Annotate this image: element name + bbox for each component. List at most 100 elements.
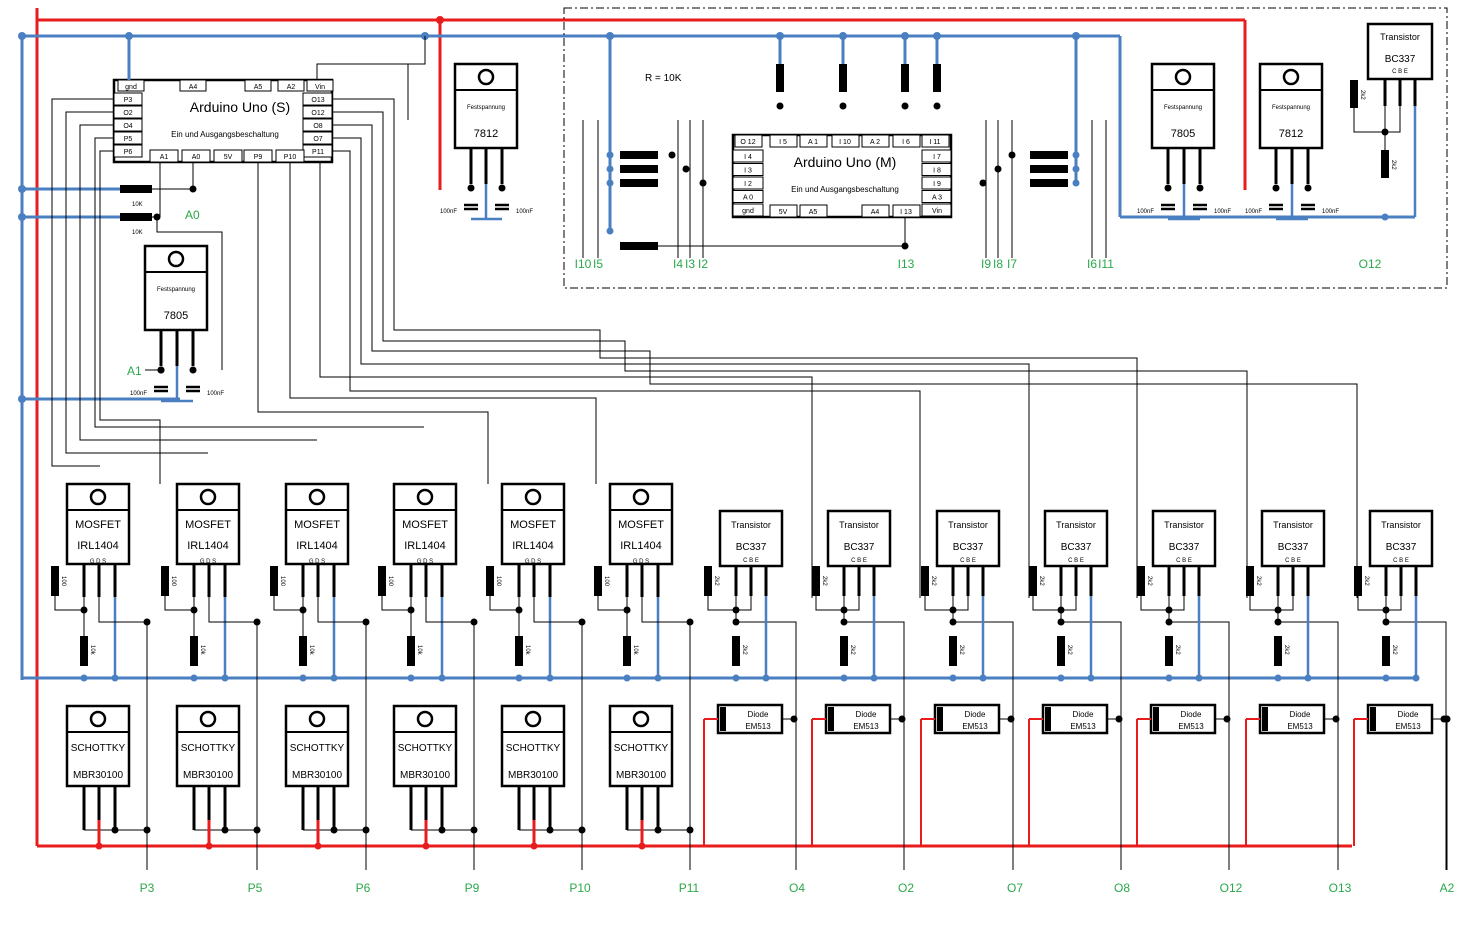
junction-dot [1412, 674, 1420, 682]
arduino-s-pin-label: O7 [313, 136, 322, 143]
junction-dot [1165, 606, 1173, 614]
junction-dots [18, 16, 1080, 403]
junction-dot [470, 618, 478, 626]
mosfet-label: MOSFET [294, 519, 340, 531]
arduino-m-pin [921, 134, 950, 148]
junction-dot [1443, 715, 1451, 723]
regulator-part: 7805 [1171, 128, 1195, 140]
mosfet-pins: G D S [200, 559, 216, 565]
master-section-frame [563, 7, 1448, 289]
schottky-part: MBR30100 [292, 770, 342, 781]
resistor-label: 100 [495, 576, 501, 587]
resistor-100 [486, 566, 494, 596]
regulator-part: 7812 [474, 128, 498, 140]
resistor-10k [1030, 151, 1068, 159]
mosfet-part: IRL1404 [512, 540, 554, 552]
arduino-m-pin [732, 163, 764, 176]
wire [208, 597, 258, 870]
resistor-10k [1030, 179, 1068, 187]
arduino-m-pin [921, 203, 952, 217]
wire [257, 162, 489, 484]
wire [332, 111, 1248, 598]
arduino-m-pin [831, 134, 860, 148]
resistor-2k2 [949, 636, 957, 666]
arduino-s-pin [179, 79, 207, 92]
transistor-label: Transistor [1381, 520, 1421, 530]
junction-dot [654, 826, 662, 834]
resistor-100 [378, 566, 386, 596]
resistor-label: 2k2 [1390, 160, 1396, 170]
resistor-10k [407, 636, 415, 666]
schottky-part: MBR30100 [400, 770, 450, 781]
arduino-m-pin-label: I 13 [900, 209, 912, 216]
schottky-label: SCHOTTKY [506, 743, 561, 754]
mosfet-pins: G D S [90, 559, 106, 565]
junction-dot [1382, 606, 1390, 614]
junction-dot [1382, 674, 1390, 682]
arduino-s-pin [117, 79, 145, 92]
arduino-s-board: Arduino Uno (S) Ein und Ausgangsbeschalt… [112, 78, 334, 164]
junction-dot [1274, 674, 1282, 682]
wire [156, 217, 223, 370]
mosfet-pins: G D S [525, 559, 541, 565]
junction-dot [638, 842, 646, 850]
arduino-s-pin-label: A2 [287, 84, 296, 91]
junction-dot [205, 842, 213, 850]
mosfet-part: IRL1404 [77, 540, 119, 552]
resistor-note: R = 10K [645, 73, 682, 84]
diode-part: EM513 [962, 722, 988, 731]
arduino-s-pin-label: O4 [123, 123, 132, 130]
arduino-m-pin-label: I 10 [839, 139, 851, 146]
diode-part: EM513 [745, 722, 771, 731]
wire [332, 137, 1030, 598]
resistor-10k [120, 213, 152, 221]
junction-dot [840, 606, 848, 614]
junction-dot [470, 826, 478, 834]
arduino-m-pin-label: 5V [779, 209, 788, 216]
junction-dot [546, 826, 554, 834]
wire [332, 98, 1138, 598]
wire [381, 596, 412, 611]
junction-dot [157, 366, 165, 374]
schottky-part: MBR30100 [73, 770, 123, 781]
resistor-label: 10k [416, 645, 422, 656]
resistor-label: 2k2 [1359, 90, 1365, 100]
resistor-label: 10k [199, 645, 205, 656]
junction-dot [578, 826, 586, 834]
diode-part: EM513 [1287, 722, 1313, 731]
wire [658, 217, 906, 247]
wire [79, 124, 317, 441]
arduino-m-pin [799, 134, 828, 148]
junction-dot [1057, 606, 1065, 614]
junction-dot [1304, 184, 1312, 192]
resistor-10k [1030, 165, 1068, 173]
wire [707, 596, 752, 611]
arduino-m-pin [921, 149, 952, 163]
mosfet-label: MOSFET [510, 519, 556, 531]
diode-label: Diode [1073, 710, 1094, 719]
resistor-label: 2k2 [930, 576, 936, 586]
capacitor-label: 100nF [130, 391, 147, 397]
wire [1353, 106, 1401, 133]
output-label: O2 [898, 881, 914, 895]
arduino-m-pin-label: A4 [871, 209, 880, 216]
junction-dot [1381, 213, 1389, 221]
analog-label-a0: A0 [185, 208, 200, 222]
junction-dot [949, 674, 957, 682]
transistor-label: Transistor [731, 520, 771, 530]
regulator-label: Festspannung [157, 287, 195, 293]
resistor-label: 2k2 [1174, 645, 1180, 655]
mosfet-part: IRL1404 [620, 540, 662, 552]
m-io-label: I5 [593, 257, 603, 271]
m-io-label: I8 [993, 257, 1003, 271]
arduino-s-pin-label: P3 [124, 97, 133, 104]
wire [316, 63, 425, 80]
resistor-10k [620, 151, 658, 159]
diode-label: Diode [748, 710, 769, 719]
transistor-part: BC337 [1386, 542, 1417, 553]
